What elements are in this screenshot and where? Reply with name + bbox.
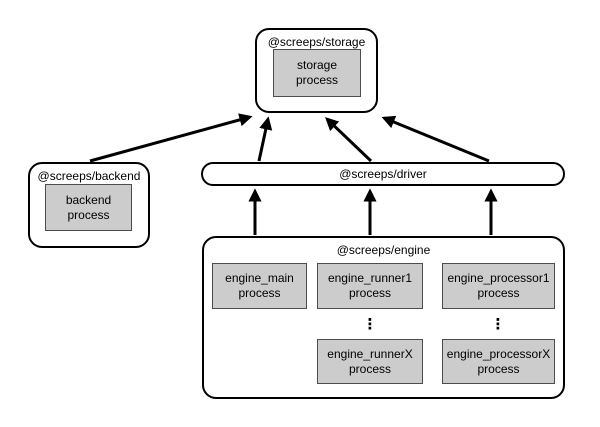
vertical-ellipsis-processors: ⋮ [490,316,506,333]
node-driver-label: @screeps/driver [339,167,427,181]
process-engine-main: engine_main process [212,263,307,309]
arrow-driver-to-storage-left [257,116,273,162]
node-engine-label: @screeps/engine [336,243,431,257]
arrow-driver-to-storage-middle [325,117,373,163]
process-engine-runner1: engine_runner1 process [317,263,423,309]
process-storage: storage process [273,49,361,97]
process-engine-runnerX: engine_runnerX process [317,339,423,384]
arrow-backend-to-storage [89,113,253,163]
node-storage-label: @screeps/storage [267,35,366,49]
process-engine-processor1: engine_processor1 process [442,263,555,309]
arrow-driver-to-storage-right [381,115,490,163]
process-backend: backend process [45,184,132,231]
node-backend-label: @screeps/backend [37,169,141,183]
process-engine-processorX: engine_processorX process [442,339,555,384]
vertical-ellipsis-runners: ⋮ [362,316,378,333]
node-driver: @screeps/driver [201,162,565,186]
